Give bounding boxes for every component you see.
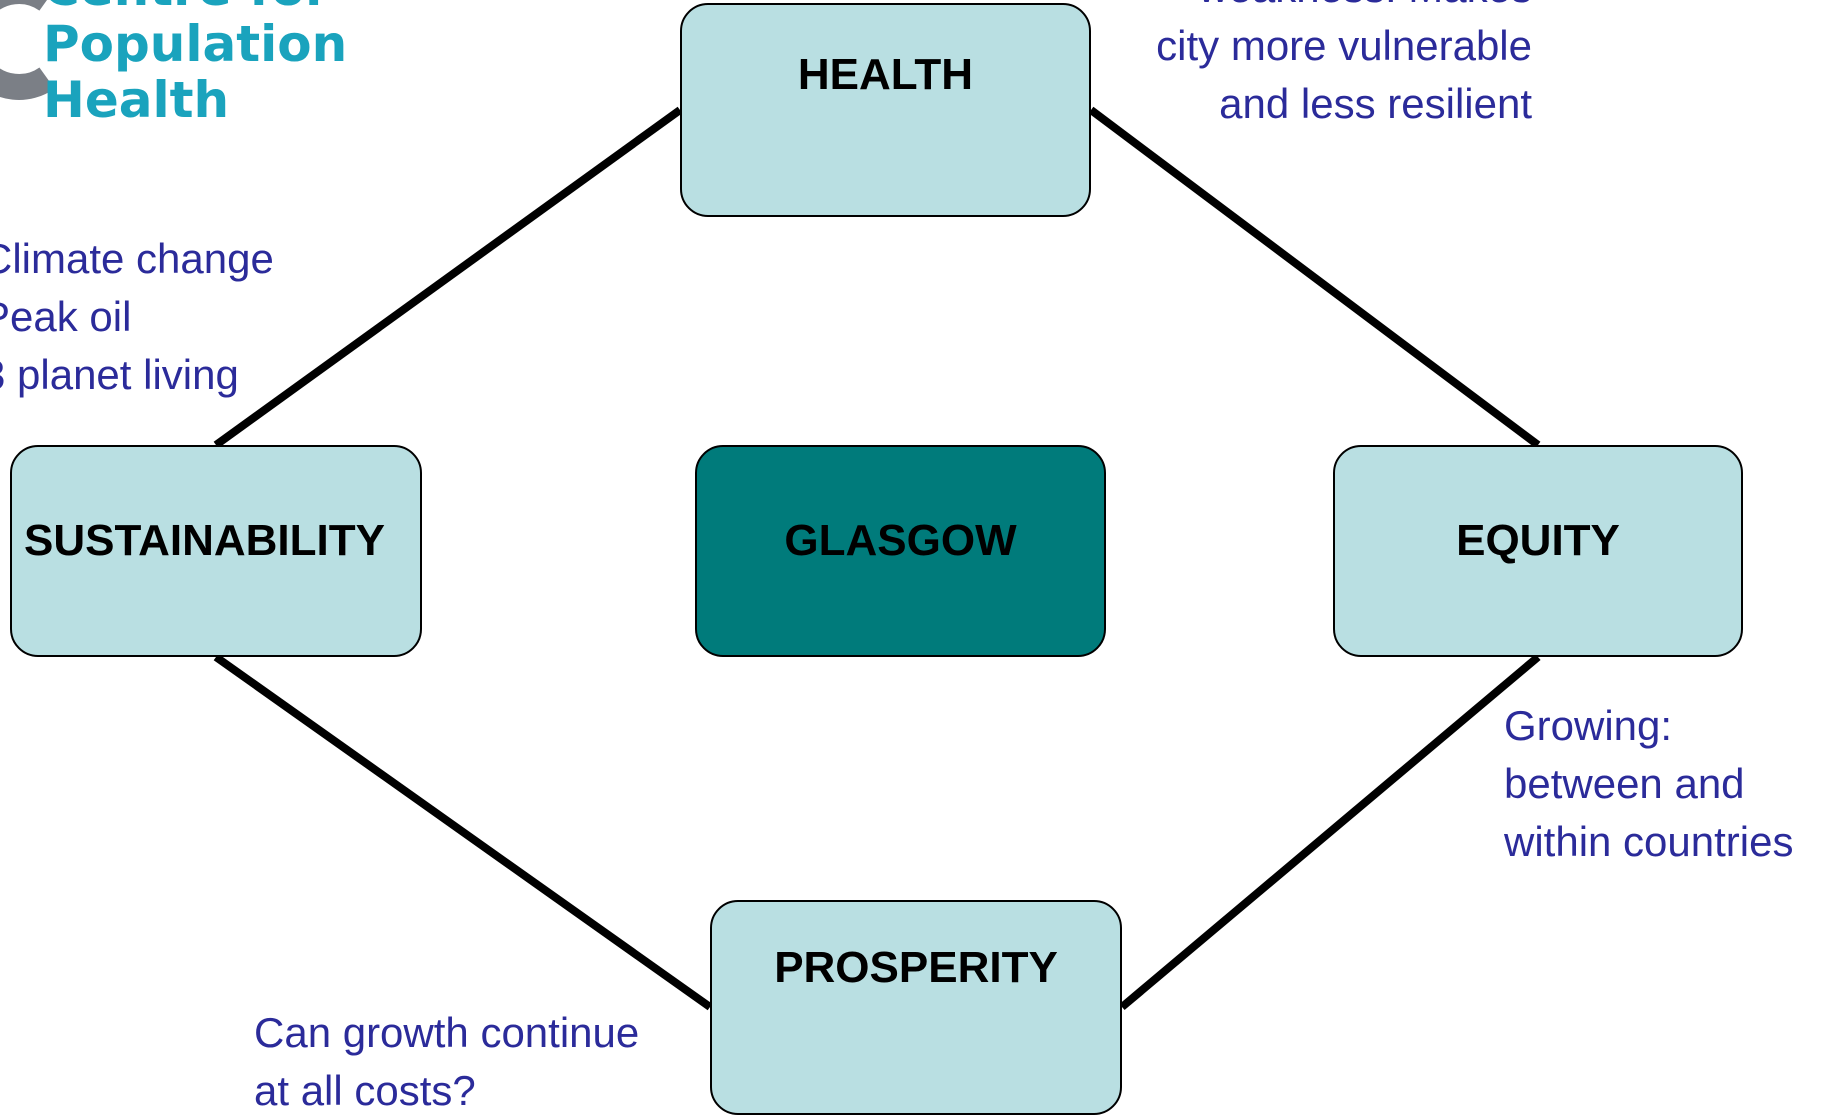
node-equity-label: EQUITY (1456, 516, 1620, 565)
logo-line: Centre for (43, 0, 347, 16)
logo-mark-icon (0, 0, 55, 100)
node-sustainability: SUSTAINABILITY (10, 445, 422, 657)
node-prosperity-label: PROSPERITY (774, 942, 1058, 992)
note-line: Climate change (0, 235, 274, 282)
node-prosperity: PROSPERITY (710, 900, 1122, 1115)
node-glasgow-label: GLASGOW (784, 516, 1017, 565)
logo-line: Population (43, 15, 348, 73)
connector-health-sustainability (213, 106, 683, 449)
logo-wordmark: Centre for Population Health (43, 0, 347, 128)
note-line: city more vulnerable (1156, 22, 1532, 69)
note-line: within countries (1504, 818, 1794, 865)
node-health-label: HEALTH (797, 50, 974, 99)
note-health: weakness. Makes city more vulnerable and… (1156, 0, 1532, 133)
node-equity: EQUITY (1333, 445, 1743, 657)
node-health: HEALTH (680, 3, 1091, 217)
connector-health-equity (1088, 106, 1541, 449)
note-line: Peak oil (0, 293, 132, 340)
note-line: at all costs? (254, 1067, 476, 1114)
note-equity: Growing: between and within countries (1504, 697, 1793, 871)
node-sustainability-label: SUSTAINABILITY (24, 516, 385, 565)
note-prosperity: Can growth continue at all costs? (254, 1004, 639, 1120)
note-sustainability: Climate change Peak oil 3 planet living (0, 230, 274, 404)
note-line: between and (1504, 760, 1745, 807)
note-line: Can growth continue (254, 1009, 640, 1056)
connector-equity-prosperity (1119, 653, 1541, 1011)
note-line: weakness. Makes (1156, 0, 1532, 17)
logo: Centre for Population Health (0, 0, 355, 128)
note-line: Growing: (1504, 702, 1673, 749)
connector-sustainability-prosperity (213, 653, 713, 1011)
node-glasgow: GLASGOW (695, 445, 1106, 657)
note-line: and less resilient (1219, 80, 1532, 127)
note-line: 3 planet living (0, 351, 239, 398)
logo-line: Health (43, 71, 230, 129)
